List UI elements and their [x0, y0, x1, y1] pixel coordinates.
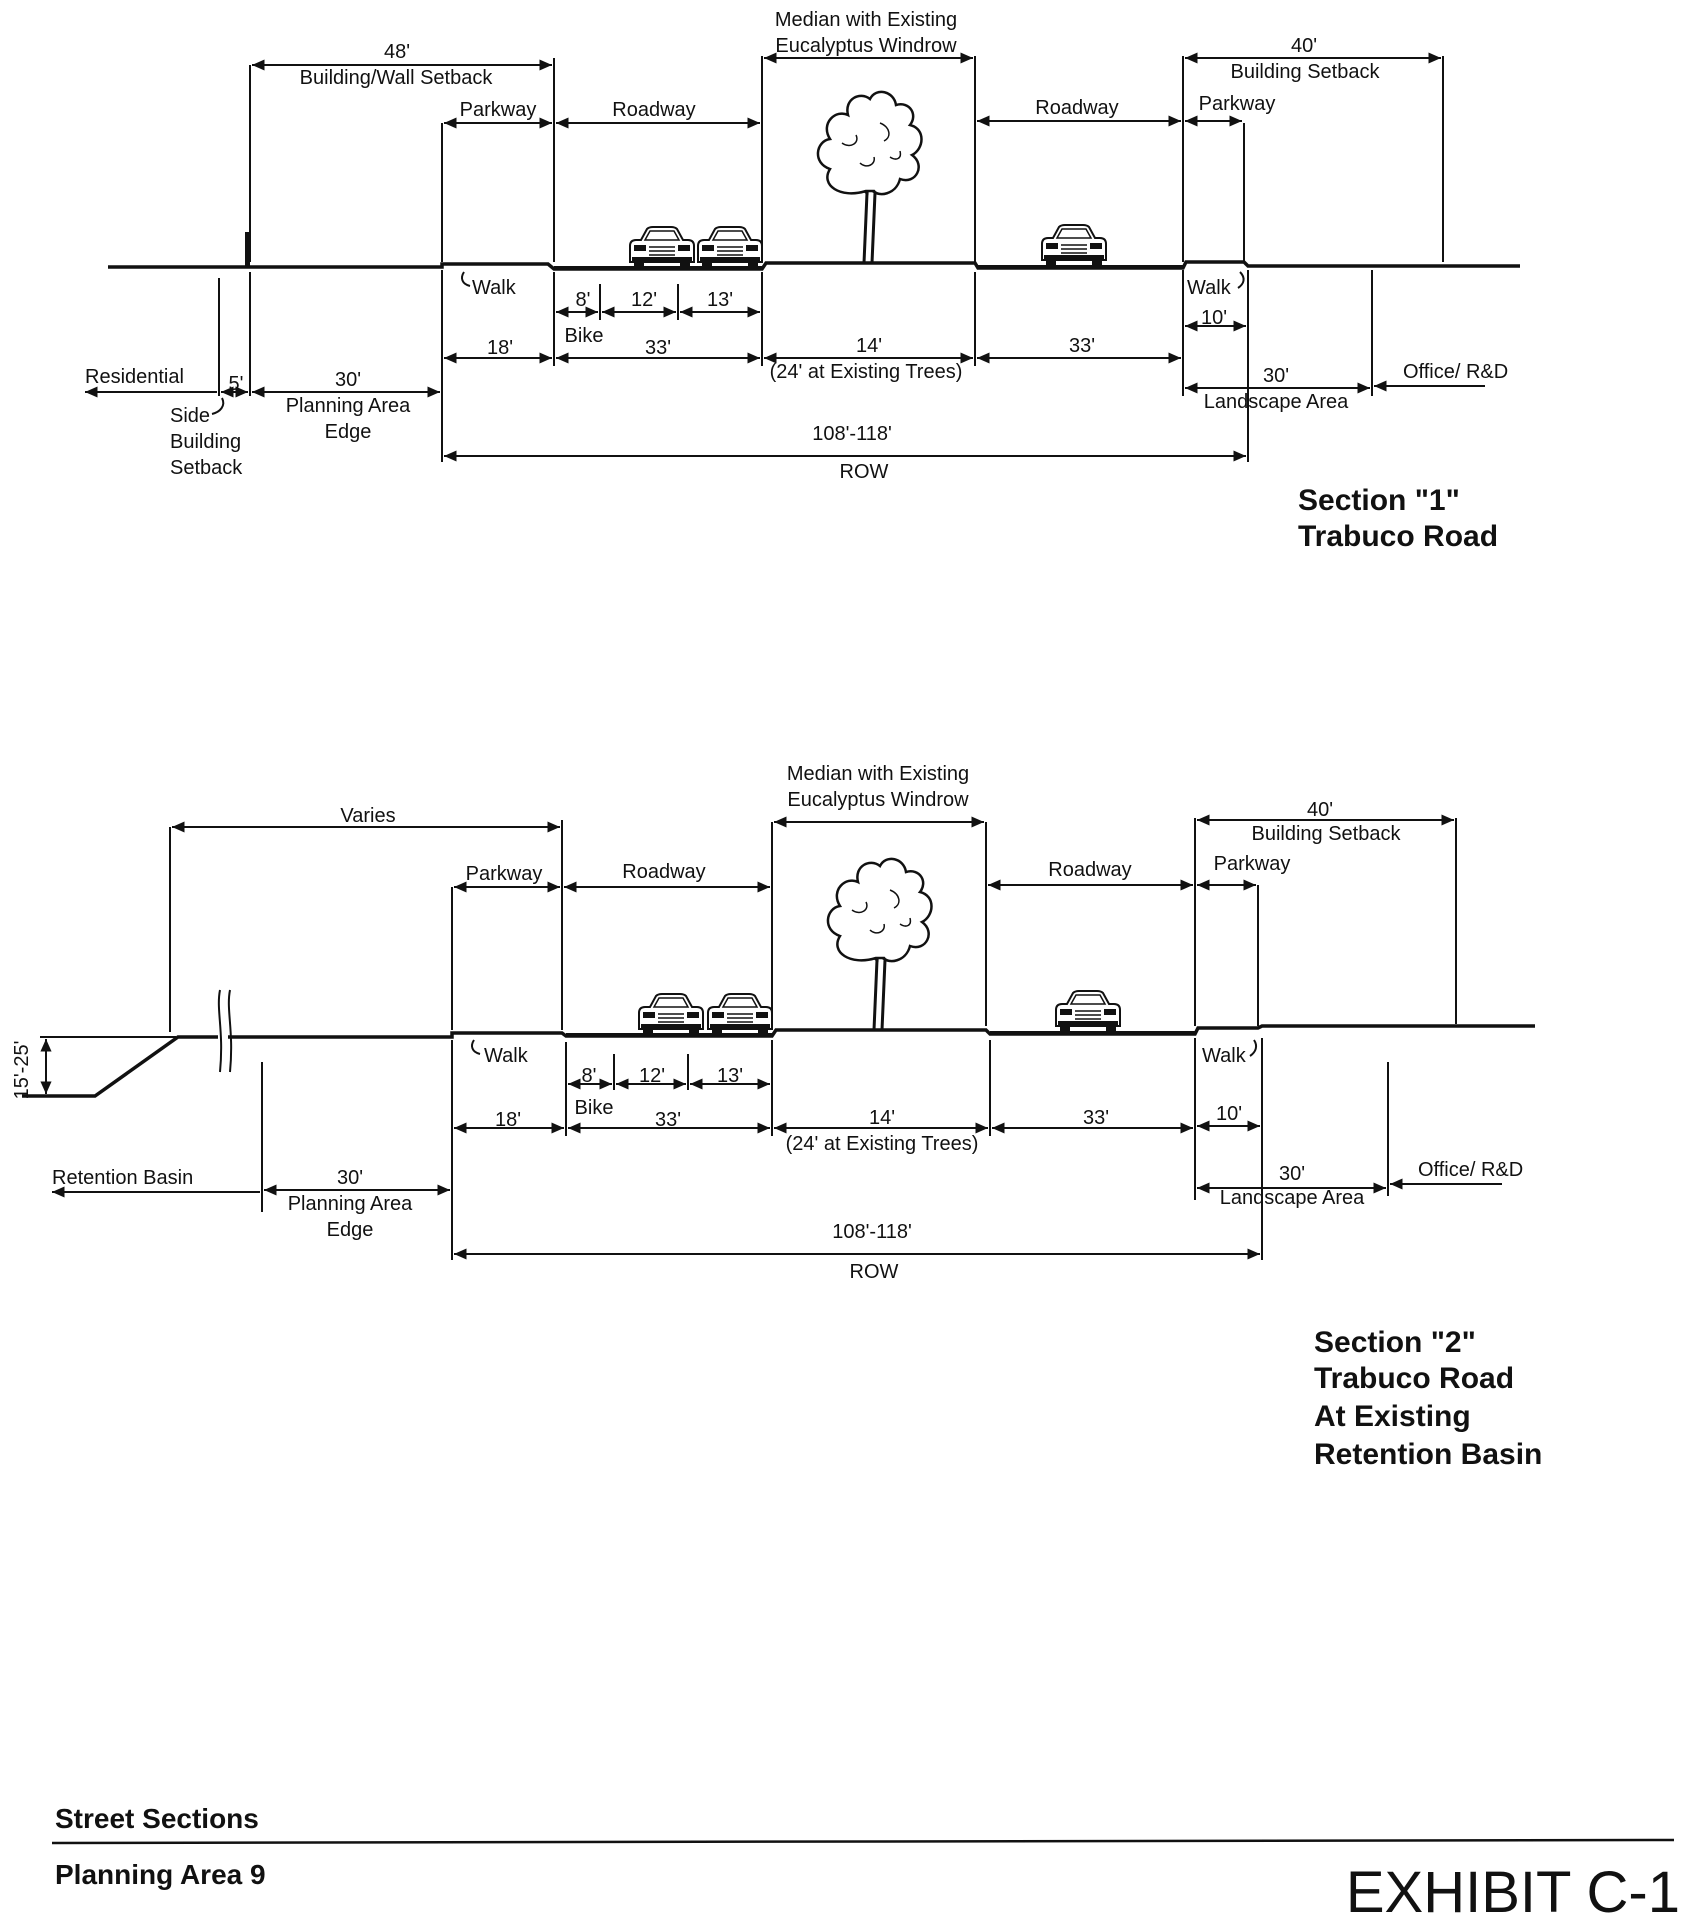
section-title: Retention Basin: [1314, 1438, 1542, 1471]
setback-dim: 40': [1307, 799, 1333, 821]
dim-label: 10': [1216, 1103, 1242, 1125]
setback-dim: 48': [384, 41, 410, 63]
ground-line: [22, 1024, 1535, 1098]
landscape-label: Landscape Area: [1220, 1187, 1365, 1209]
dim-label: 30': [335, 369, 361, 391]
dim-label: 8': [582, 1065, 597, 1087]
roadway-label: Roadway: [622, 861, 705, 883]
parkway-label: Parkway: [1214, 853, 1291, 875]
walk-label: Walk: [1187, 277, 1232, 299]
roadway-label: Roadway: [1048, 859, 1131, 881]
section-title: At Existing: [1314, 1400, 1471, 1433]
dim-label: 30': [1279, 1163, 1305, 1185]
setback-dim: 40': [1291, 35, 1317, 57]
car-icon: [638, 993, 704, 1036]
side-setback-label: Side: [170, 405, 210, 427]
row-label: ROW: [840, 461, 889, 483]
dim-label: 13': [707, 289, 733, 311]
footer: Street Sections Planning Area 9 EXHIBIT …: [51, 1803, 1680, 1925]
dim-label: 14': [856, 335, 882, 357]
landscape-label: Landscape Area: [1204, 391, 1349, 413]
roadway-label: Roadway: [1035, 97, 1118, 119]
residential-label: Residential: [85, 366, 184, 388]
car-icon: [707, 993, 773, 1036]
setback-label: Building Setback: [1252, 823, 1402, 845]
walk-label: Walk: [1202, 1045, 1247, 1067]
parkway-label: Parkway: [1199, 93, 1276, 115]
section-title: Section "2": [1314, 1326, 1476, 1359]
section-title: Trabuco Road: [1298, 520, 1498, 553]
tree-icon: [816, 90, 923, 265]
dim-note: (24' at Existing Trees): [770, 361, 963, 383]
dim-label: 13': [717, 1065, 743, 1087]
dim-label: 18': [487, 337, 513, 359]
footer-divider: [51, 1838, 1675, 1845]
office-label: Office/ R&D: [1418, 1159, 1523, 1181]
dim-label: 10': [1201, 307, 1227, 329]
planning-area-label: Planning Area 9: [55, 1859, 266, 1890]
dim-note: (24' at Existing Trees): [786, 1133, 979, 1155]
wall: [245, 232, 250, 267]
dim-label: 8': [576, 289, 591, 311]
dim-label: 18': [495, 1109, 521, 1131]
planning-edge-label: Planning Area: [288, 1193, 413, 1215]
dim-label: 12': [631, 289, 657, 311]
dim-label: 33': [655, 1109, 681, 1131]
street-sections-label: Street Sections: [55, 1803, 259, 1834]
bike-label: Bike: [565, 325, 604, 347]
section-title: Trabuco Road: [1314, 1362, 1514, 1395]
side-setback-label: Setback: [170, 457, 243, 479]
retention-label: Retention Basin: [52, 1167, 193, 1189]
median-label: Eucalyptus Windrow: [787, 789, 969, 811]
parkway-label: Parkway: [466, 863, 543, 885]
median-label: Eucalyptus Windrow: [775, 35, 957, 57]
roadway-label: Roadway: [612, 99, 695, 121]
setback-label: Building/Wall Setback: [300, 67, 494, 89]
section-2-diagram: Median with Existing Eucalyptus Windrow …: [11, 763, 1542, 1471]
row-dim: 108'-118': [832, 1221, 912, 1243]
height-label: 15'-25': [11, 1041, 33, 1100]
walk-label: Walk: [472, 277, 517, 299]
exhibit-label: EXHIBIT C-1: [1346, 1860, 1680, 1925]
walk-label: Walk: [484, 1045, 529, 1067]
bike-label: Bike: [575, 1097, 614, 1119]
car-icon: [697, 226, 763, 269]
median-label: Median with Existing: [775, 9, 957, 31]
dim-label: 33': [645, 337, 671, 359]
setback-label: Building Setback: [1231, 61, 1381, 83]
office-label: Office/ R&D: [1403, 361, 1508, 383]
median-label: Median with Existing: [787, 763, 969, 785]
dim-label: 33': [1083, 1107, 1109, 1129]
dim-label: 12': [639, 1065, 665, 1087]
planning-edge-label: Edge: [325, 421, 372, 443]
parkway-label: Parkway: [460, 99, 537, 121]
car-icon: [1041, 224, 1107, 267]
section-title: Section "1": [1298, 484, 1460, 517]
row-label: ROW: [850, 1261, 899, 1283]
planning-edge-label: Planning Area: [286, 395, 411, 417]
varies-label: Varies: [340, 805, 395, 827]
dim-label: 14': [869, 1107, 895, 1129]
dim-label: 30': [1263, 365, 1289, 387]
car-icon: [629, 226, 695, 269]
side-setback-label: Building: [170, 431, 241, 453]
dim-label: 30': [337, 1167, 363, 1189]
car-icon: [1055, 990, 1121, 1033]
section-1-diagram: Median with Existing Eucalyptus Windrow …: [85, 9, 1520, 553]
planning-edge-label: Edge: [327, 1219, 374, 1241]
ground-line: [108, 260, 1520, 271]
tree-icon: [826, 857, 933, 1032]
dim-label: 33': [1069, 335, 1095, 357]
row-dim: 108'-118': [812, 423, 892, 445]
dim-label: 5': [229, 373, 244, 395]
